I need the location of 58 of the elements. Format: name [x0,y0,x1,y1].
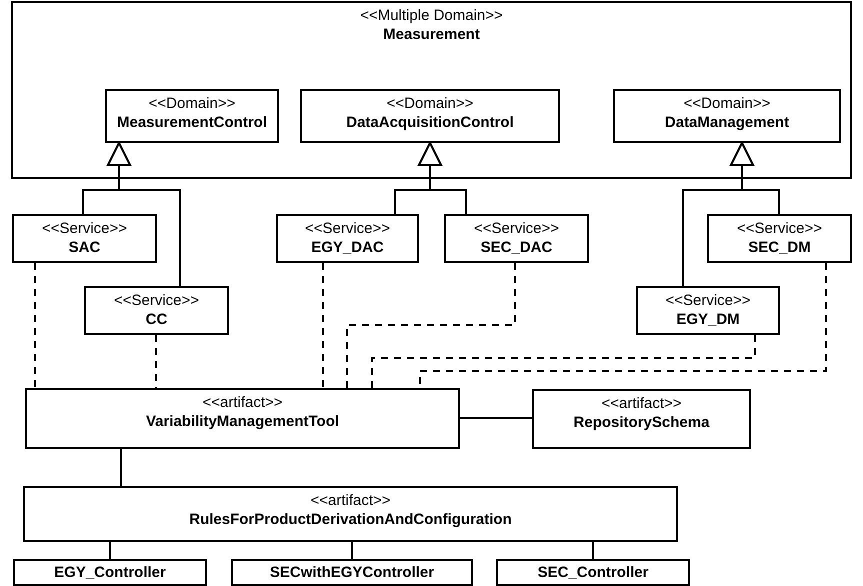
class-name: DataManagement [664,113,790,132]
class-box [300,89,560,143]
class-box [84,286,229,335]
class-name: MeasurementControl [116,113,268,132]
class-name: SEC_DAC [480,238,554,257]
dependency-line [371,335,756,388]
connector-line [592,542,594,559]
class-name: VariabilityManagementTool [144,412,340,431]
component-box [496,559,690,586]
stereotype-label: <<Service>> [304,219,392,238]
class-box [613,89,841,143]
class-box [12,214,157,263]
class-box [11,1,852,179]
stereotype-label: <<artifact>> [600,394,683,413]
class-name: RulesForProductDerivationAndConfiguration [188,510,513,529]
stereotype-label: <<Service>> [40,219,128,238]
generalization-arrow [730,142,780,214]
stereotype-label: <<Domain>> [682,94,772,113]
component-box [13,559,207,586]
stereotype-label: <<Domain>> [386,94,474,113]
stereotype-label: <<Service>> [472,219,560,238]
class-name: EGY_DAC [310,238,385,257]
class-box [532,389,751,449]
class-box [25,388,460,449]
component-box [231,559,473,586]
stereotype-label: <<artifact>> [309,491,392,510]
connector-line [120,449,122,486]
class-box [276,214,419,263]
class-name: RepositorySchema [572,413,710,432]
dependency-line [34,263,36,388]
connector-line [109,542,111,559]
class-name: SECwithEGYController [268,563,436,582]
generalization-arrow [107,142,181,286]
class-name: EGY_DM [675,310,741,329]
class-box [636,286,780,335]
connector-line [460,417,532,419]
generalization-arrow [418,142,467,214]
class-name: CC [144,310,168,329]
class-name: EGY_Controller [53,563,167,582]
class-name: SEC_Controller [536,563,650,582]
class-name: DataAcquisitionControl [345,113,515,132]
class-box [444,214,589,263]
stereotype-label: <<Service>> [112,291,200,310]
stereotype-label: <<Service>> [664,291,752,310]
class-name: Measurement [382,25,481,44]
stereotype-label: <<Domain>> [148,94,236,113]
dependency-line [322,263,324,388]
stereotype-label: <<Multiple Domain>> [359,6,504,25]
connector-line [351,542,353,559]
dependency-line [346,263,516,388]
stereotype-label: <<artifact>> [201,393,284,412]
class-box [23,486,678,542]
class-box [707,214,852,263]
class-box [105,89,279,143]
stereotype-label: <<Service>> [736,219,824,238]
dependency-line [155,335,157,388]
class-name: SEC_DM [747,238,812,257]
class-name: SAC [68,238,102,257]
